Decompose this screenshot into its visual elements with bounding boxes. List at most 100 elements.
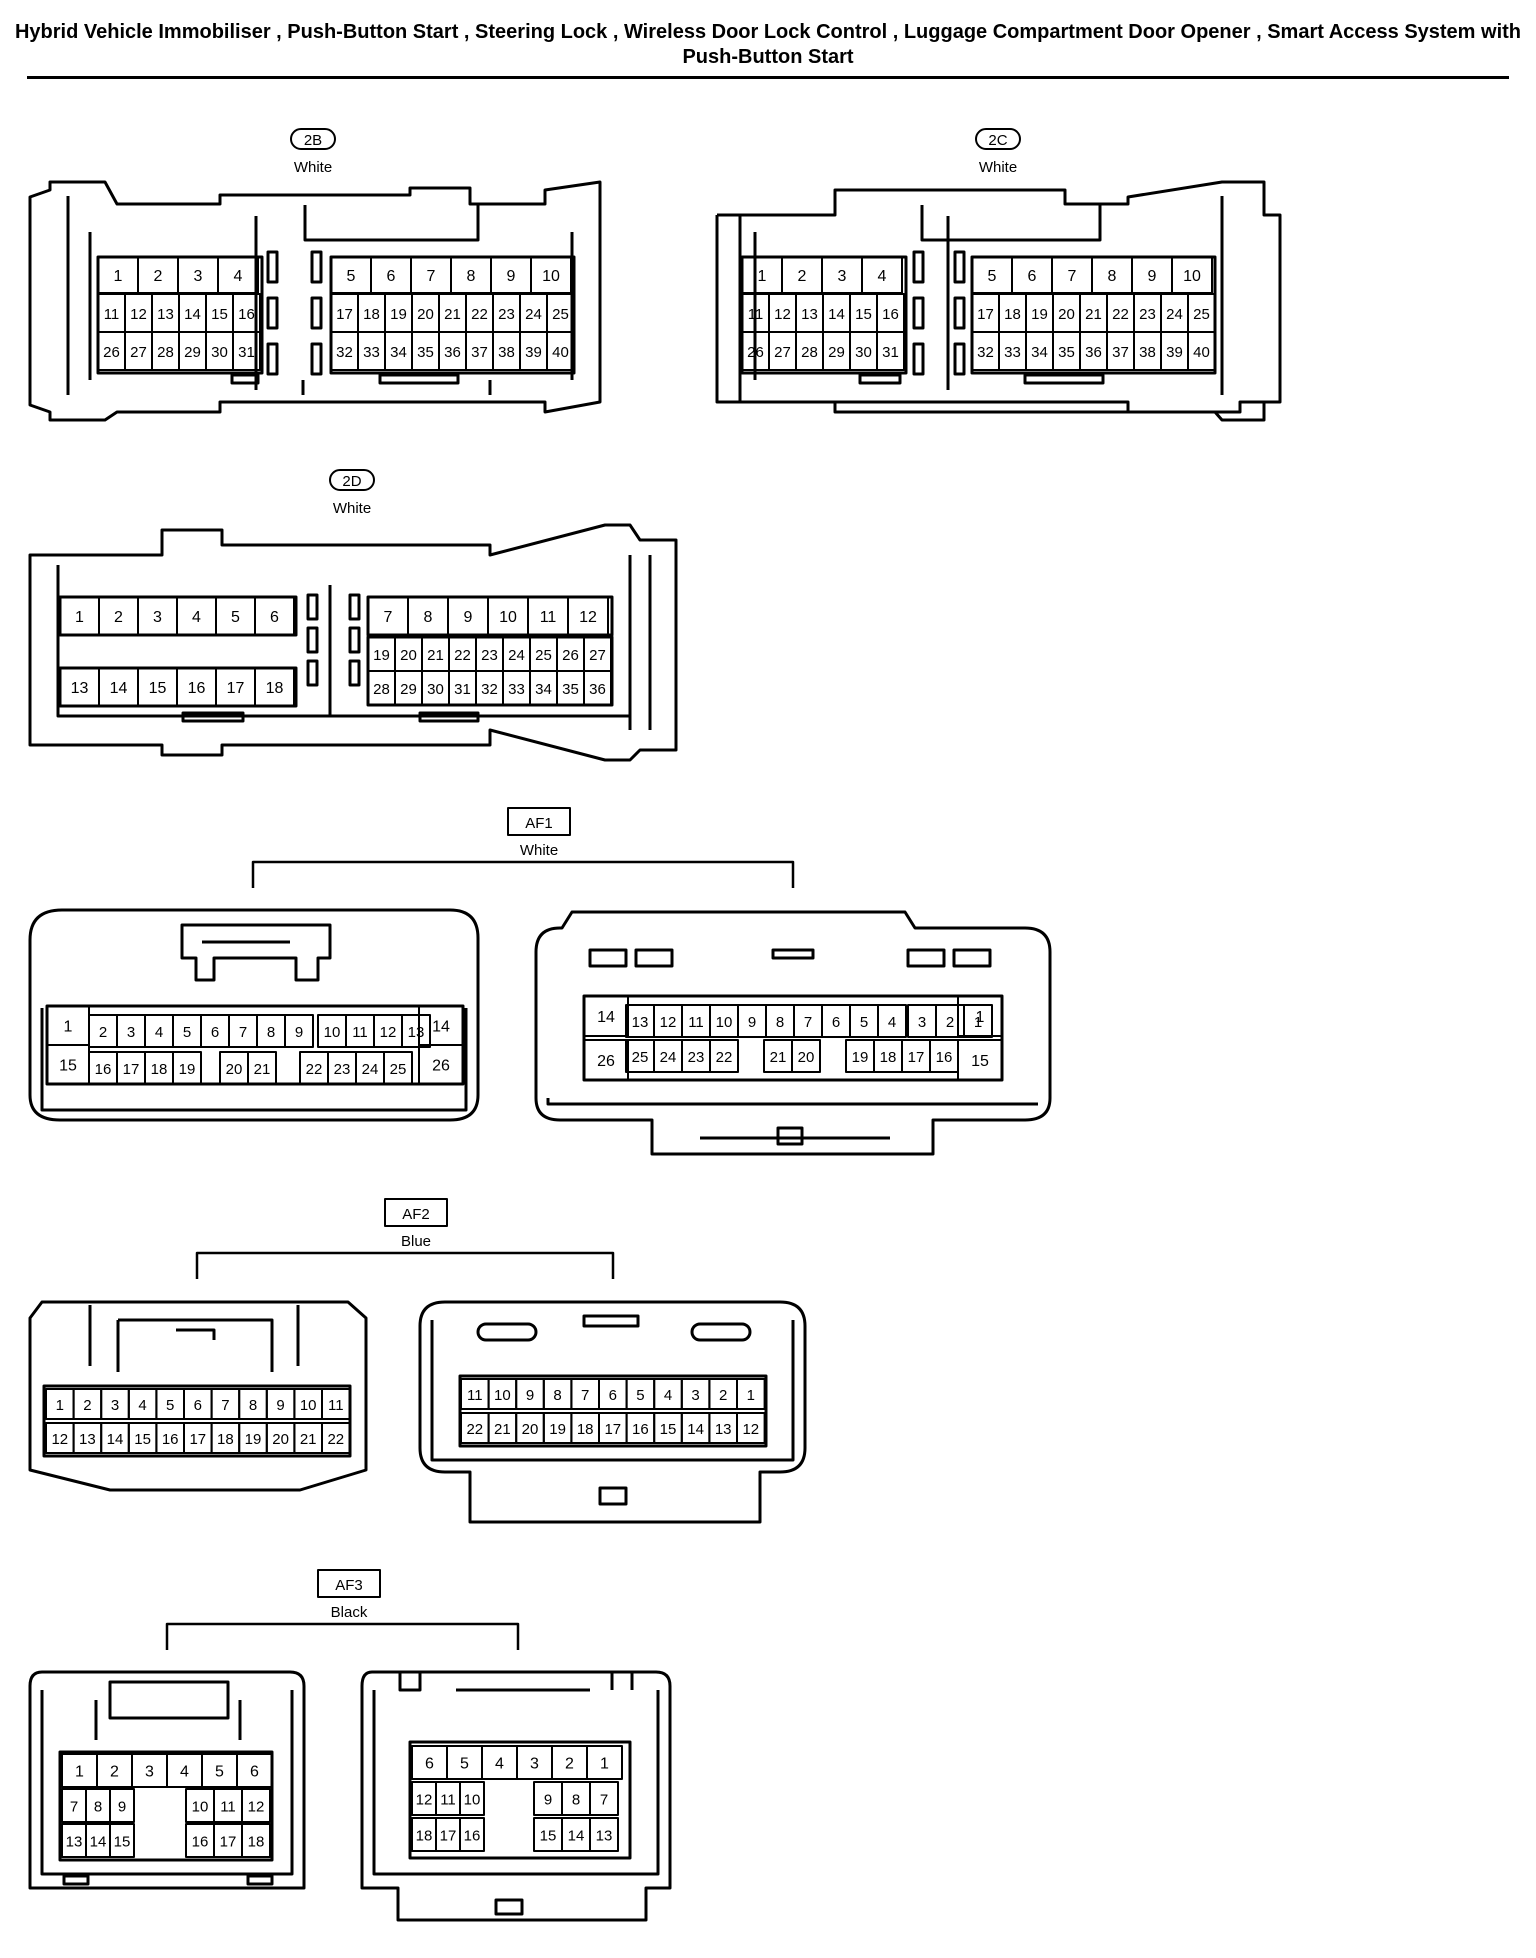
latch-slot (1023, 373, 1105, 385)
terminal-number: 10 (1183, 268, 1201, 285)
terminal-number: 20 (400, 647, 417, 664)
terminal-cell (254, 596, 295, 636)
terminal-number: 15 (134, 1431, 151, 1448)
terminal-number: 10 (192, 1799, 209, 1816)
terminal-number: 1 (64, 1019, 73, 1036)
terminal-number: 17 (977, 306, 994, 323)
terminal-number: 37 (1112, 344, 1129, 361)
terminal-number: 33 (1004, 344, 1021, 361)
terminal-number: 16 (192, 1834, 209, 1851)
connector-color: Blue (401, 1233, 431, 1250)
terminal-number: 22 (327, 1431, 344, 1448)
terminal-number: 36 (444, 344, 461, 361)
terminal-number: 4 (664, 1387, 672, 1404)
terminal-number: 16 (464, 1828, 481, 1845)
terminal-number: 21 (494, 1421, 511, 1438)
terminal-number: 1 (974, 1014, 982, 1031)
latch-slot (310, 296, 323, 330)
terminal-number: 9 (1148, 268, 1157, 285)
terminal-number: 2 (110, 1764, 119, 1781)
terminal-cell (172, 1051, 202, 1085)
terminal-number: 29 (184, 344, 201, 361)
terminal-number: 31 (882, 344, 899, 361)
terminal-cell (586, 1745, 623, 1780)
code-box (384, 1198, 448, 1227)
terminal-number: 6 (211, 1024, 219, 1041)
latch-slot (230, 373, 260, 385)
terminal-number: 18 (416, 1828, 433, 1845)
terminal-number: 12 (416, 1792, 433, 1809)
terminal-number: 17 (908, 1049, 925, 1066)
latch-slot (906, 948, 946, 968)
latch-slot (953, 342, 966, 376)
terminal-number: 10 (499, 609, 517, 626)
terminal-number: 7 (239, 1024, 247, 1041)
terminal-number: 5 (166, 1397, 174, 1414)
terminal-number: 16 (162, 1431, 179, 1448)
terminal-number: 3 (153, 609, 162, 626)
terminal-number: 3 (530, 1756, 539, 1773)
terminal-cell (241, 1788, 271, 1823)
code-box (507, 807, 571, 836)
pin-block (458, 1374, 768, 1448)
terminal-number: 14 (184, 306, 201, 323)
housing-outline (28, 523, 678, 762)
terminal-number: 12 (130, 306, 147, 323)
terminal-number: 13 (71, 680, 89, 697)
housing-inner-male (40, 1680, 294, 1876)
terminal-number: 14 (90, 1834, 107, 1851)
terminal-number: 18 (248, 1834, 265, 1851)
housing-outline (715, 180, 1282, 422)
terminal-number: 12 (380, 1024, 397, 1041)
terminal-number: 9 (276, 1397, 284, 1414)
terminal-number: 1 (976, 1009, 985, 1026)
terminal-number: 9 (507, 268, 516, 285)
code-badge (329, 469, 375, 491)
terminal-number: 26 (432, 1058, 450, 1075)
terminal-number: 26 (597, 1053, 615, 1070)
connector-color: White (520, 842, 558, 859)
terminal-cell (321, 1422, 351, 1454)
terminal-number: 10 (324, 1024, 341, 1041)
terminal-number: 21 (254, 1061, 271, 1078)
terminal-number: 16 (238, 306, 255, 323)
terminal-number: 20 (522, 1421, 539, 1438)
terminal-number: 19 (549, 1421, 566, 1438)
terminal-number: 24 (1166, 306, 1183, 323)
terminal-number: 14 (110, 680, 128, 697)
pin-block (408, 1740, 632, 1860)
terminal-number: 15 (855, 306, 872, 323)
latch-slot (953, 296, 966, 330)
terminal-number: 18 (577, 1421, 594, 1438)
terminal-number: 11 (352, 1024, 368, 1041)
pin-block (366, 595, 614, 637)
terminal-number: 6 (194, 1397, 202, 1414)
latch-slot (181, 711, 245, 723)
terminal-cell (459, 1817, 485, 1852)
latch-slot (588, 948, 628, 968)
terminal-number: 19 (245, 1431, 262, 1448)
terminal-number: 6 (250, 1764, 259, 1781)
housing-inner (56, 555, 652, 730)
terminal-number: 2 (99, 1024, 107, 1041)
terminal-cell (418, 1044, 464, 1085)
terminal-number: 5 (636, 1387, 644, 1404)
housing-outline-female (534, 910, 1052, 1156)
terminal-number: 15 (149, 680, 167, 697)
terminal-number: 27 (774, 344, 791, 361)
terminal-number: 5 (231, 609, 240, 626)
terminal-number: 18 (880, 1049, 897, 1066)
terminal-number: 6 (425, 1756, 434, 1773)
terminal-number: 16 (95, 1061, 112, 1078)
housing-outline-male (28, 1670, 306, 1890)
terminal-number: 16 (936, 1049, 953, 1066)
terminal-number: 3 (194, 268, 203, 285)
latch-slot (776, 1126, 804, 1146)
latch-slot (266, 296, 279, 330)
terminal-number: 19 (373, 647, 390, 664)
terminal-number: 2 (83, 1397, 91, 1414)
terminal-number: 4 (192, 609, 201, 626)
terminal-number: 11 (688, 1014, 704, 1031)
